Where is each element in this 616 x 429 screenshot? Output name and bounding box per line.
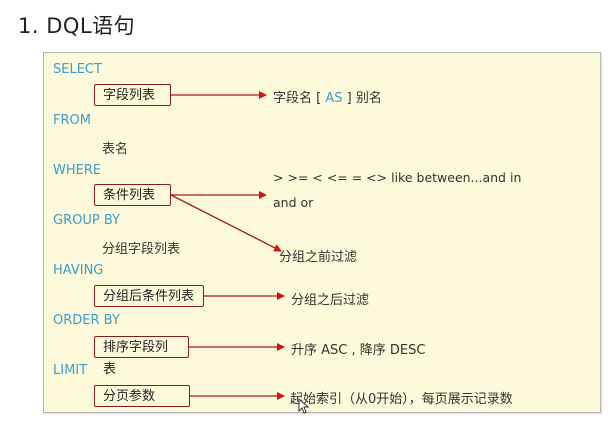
box-condition-list: 条件列表 bbox=[94, 184, 171, 206]
arrow-condition-to-where-note bbox=[170, 194, 282, 252]
box-field-list: 字段列表 bbox=[94, 84, 171, 106]
alias-as: AS bbox=[325, 91, 343, 106]
mouse-cursor-icon bbox=[298, 398, 310, 414]
group-field-list-label: 分组字段列表 bbox=[102, 242, 181, 257]
box-sort-field-list: 排序字段列表 bbox=[94, 336, 189, 377]
keyword-having: HAVING bbox=[53, 263, 104, 278]
keyword-group-by: GROUP BY bbox=[53, 213, 120, 228]
note-operators-line1: > >= < <= = <> like between...and in bbox=[273, 170, 522, 185]
keyword-limit: LIMIT bbox=[53, 363, 88, 378]
note-where-filter: 分组之前过滤 bbox=[279, 250, 358, 265]
note-having-filter: 分组之后过滤 bbox=[291, 293, 370, 308]
alias-suffix: ] 别名 bbox=[346, 91, 382, 106]
note-limit: 起始索引（从0开始），每页展示记录数 bbox=[290, 392, 513, 407]
keyword-select: SELECT bbox=[53, 62, 102, 77]
note-operators-line2: and or bbox=[273, 195, 314, 210]
box-having-condition-list: 分组后条件列表 bbox=[94, 285, 204, 307]
keyword-from: FROM bbox=[53, 113, 91, 128]
note-field-alias: 字段名 [ AS ] 别名 bbox=[273, 87, 382, 106]
alias-prefix: 字段名 [ bbox=[273, 91, 322, 106]
keyword-where: WHERE bbox=[53, 163, 102, 178]
box-paging-params: 分页参数 bbox=[94, 385, 190, 407]
dql-syntax-panel: SELECT 字段列表 字段名 [ AS ] 别名 FROM 表名 WHERE … bbox=[43, 52, 601, 413]
section-title: 1. DQL语句 bbox=[18, 14, 136, 38]
table-name-label: 表名 bbox=[102, 142, 129, 157]
note-order: 升序 ASC , 降序 DESC bbox=[291, 343, 426, 358]
keyword-order-by: ORDER BY bbox=[53, 313, 120, 328]
